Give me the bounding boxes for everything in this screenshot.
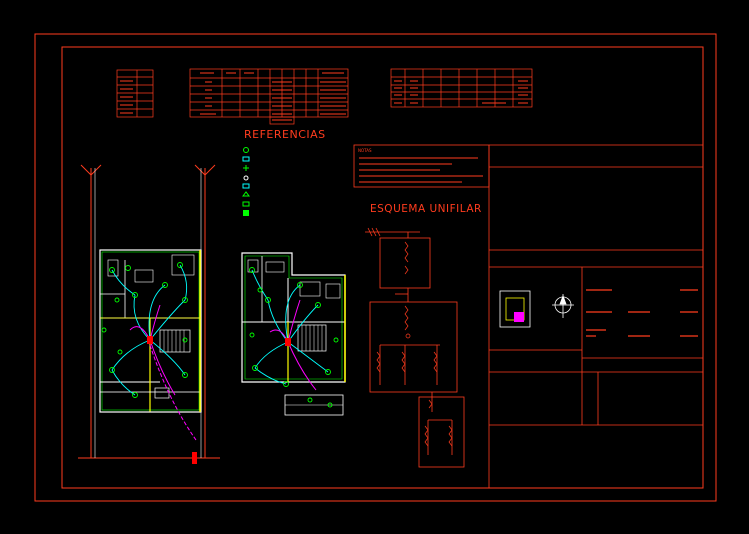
circuit-wiring-ground xyxy=(111,264,188,396)
north-arrow-icon xyxy=(552,294,574,318)
panel-board-upper xyxy=(285,338,291,346)
title-block xyxy=(488,144,703,488)
notes-title: NOTAS xyxy=(358,148,372,153)
table-circuits-marks xyxy=(200,72,346,121)
table-panels xyxy=(116,69,154,118)
table-circuits xyxy=(189,68,349,125)
outlet-icon xyxy=(243,165,249,171)
single-line-devices xyxy=(376,241,453,447)
esquema-unifilar-heading: ESQUEMA UNIFILAR xyxy=(370,203,482,215)
table-loads-marks xyxy=(394,80,528,104)
bell-icon xyxy=(242,191,250,197)
referencias-heading: REFERENCIAS xyxy=(244,128,326,141)
notes-box: NOTAS xyxy=(353,144,490,188)
fan-icon xyxy=(242,183,250,189)
title-block-location-plan xyxy=(499,290,531,328)
switch-icon xyxy=(242,156,250,162)
panel-board-ground xyxy=(147,336,197,464)
lamp-icon xyxy=(243,147,249,153)
wall-lamp-icon xyxy=(243,175,249,181)
drawing-frame xyxy=(34,33,717,502)
meter-icon xyxy=(242,201,250,207)
fixtures-ground xyxy=(101,262,188,398)
title-block-text-marks xyxy=(586,289,698,337)
fixtures-upper xyxy=(249,267,339,408)
floor-plan-ground xyxy=(99,249,202,413)
references-symbols xyxy=(242,147,250,216)
floor-plan-upper xyxy=(241,252,346,416)
table-loads xyxy=(390,68,533,108)
circuit-wiring-upper xyxy=(251,269,329,385)
table-panels-marks xyxy=(120,80,133,114)
ground-icon xyxy=(243,210,249,216)
single-line-diagram xyxy=(365,227,465,468)
